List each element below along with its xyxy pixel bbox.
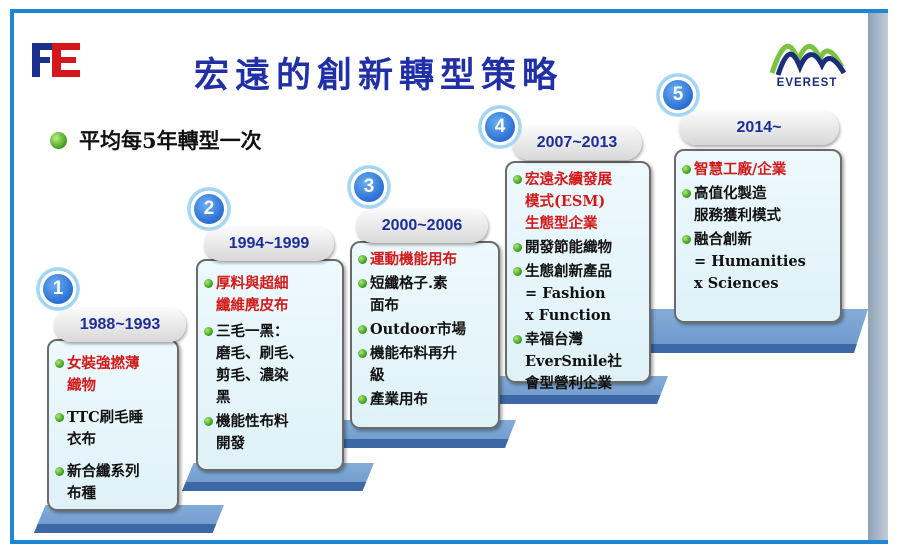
stage-item: TTC刷毛睡 衣布 (55, 407, 172, 451)
step-badge-1: 1 (36, 267, 80, 311)
stage-item: 產業用布 (358, 389, 493, 411)
fe-logo-icon (32, 43, 80, 77)
bullet-icon (513, 243, 522, 252)
step-badge-4: 4 (478, 105, 522, 149)
bullet-icon (358, 349, 367, 358)
stage-item: Outdoor市場 (358, 319, 493, 341)
mountain-logo-icon (769, 43, 847, 76)
stage-item: 新合纖系列 布種 (55, 461, 172, 505)
bullet-icon (358, 255, 367, 264)
stage-item: 宏遠永續發展 模式(ESM) 生態型企業 (513, 169, 644, 235)
bullet-icon (682, 165, 691, 174)
bullet-icon (682, 235, 691, 244)
stage-item: 女裝強撚薄 織物 (55, 353, 172, 397)
stage-card-5: 智慧工廠/企業 高值化製造 服務獲利模式 融合創新 = Humanities x… (674, 149, 842, 323)
bullet-icon (55, 467, 64, 476)
stage-card-4: 宏遠永續發展 模式(ESM) 生態型企業 開發節能織物 生態創新產品 = Fas… (505, 161, 651, 392)
bullet-icon (358, 325, 367, 334)
stage-item: 開發節能織物 (513, 237, 644, 259)
stage-item: 幸福台灣 EverSmile社 會型營利企業 (513, 329, 644, 395)
stage-item: 機能性布料 開發 (204, 411, 337, 455)
stage-card-3: 運動機能用布 短纖格子.素 面布 Outdoor市場 機能布料再升 級 產業用布 (350, 241, 500, 429)
everest-logo-text: EVEREST (776, 77, 838, 89)
stage-item: 智慧工廠/企業 (682, 159, 835, 181)
bullet-icon (204, 417, 213, 426)
slide-frame: 宏遠的創新轉型策略 EVEREST 平均每5年轉型一次 女裝強撚薄 織物 TTC… (10, 9, 888, 544)
stage-card-1: 女裝強撚薄 織物 TTC刷毛睡 衣布 新合纖系列 布種 (47, 339, 179, 511)
step-badge-3: 3 (347, 165, 391, 209)
bullet-icon (204, 327, 213, 336)
bullet-icon (358, 279, 367, 288)
everest-logo: EVEREST (762, 33, 852, 99)
year-label-2: 1994~1999 (204, 227, 334, 261)
page-title: 宏遠的創新轉型策略 (194, 55, 564, 96)
stage-item: 三毛一黑： 磨毛、刷毛、 剪毛、濃染 黑 (204, 321, 337, 409)
year-label-1: 1988~1993 (54, 308, 186, 342)
stage-item: 厚料與超細 纖維麂皮布 (204, 273, 337, 317)
bullet-icon (513, 267, 522, 276)
slogan-text: 平均每5年轉型一次 (79, 128, 262, 153)
bullet-icon (513, 335, 522, 344)
bullet-icon (55, 413, 64, 422)
bullet-icon (358, 395, 367, 404)
step-badge-2: 2 (187, 187, 231, 231)
bullet-icon (513, 175, 522, 184)
bullet-icon (682, 189, 691, 198)
bullet-icon (55, 359, 64, 368)
year-label-4: 2007~2013 (512, 126, 642, 160)
bullet-icon (204, 279, 213, 288)
stage-item: 生態創新產品 = Fashion x Function (513, 261, 644, 327)
stage-item: 融合創新 = Humanities x Sciences (682, 229, 835, 295)
right-sidebar-bar (868, 13, 888, 540)
stage-card-2: 厚料與超細 纖維麂皮布 三毛一黑： 磨毛、刷毛、 剪毛、濃染 黑 機能性布料 開… (196, 259, 344, 471)
year-label-3: 2000~2006 (356, 209, 488, 243)
year-label-5: 2014~ (679, 111, 839, 145)
stage-item: 短纖格子.素 面布 (358, 273, 493, 317)
stage-item: 機能布料再升 級 (358, 343, 493, 387)
stage-item: 運動機能用布 (358, 249, 493, 271)
slogan: 平均每5年轉型一次 (50, 125, 262, 155)
bullet-icon (50, 131, 67, 149)
stage-item: 高值化製造 服務獲利模式 (682, 183, 835, 227)
step-badge-5: 5 (656, 73, 700, 117)
